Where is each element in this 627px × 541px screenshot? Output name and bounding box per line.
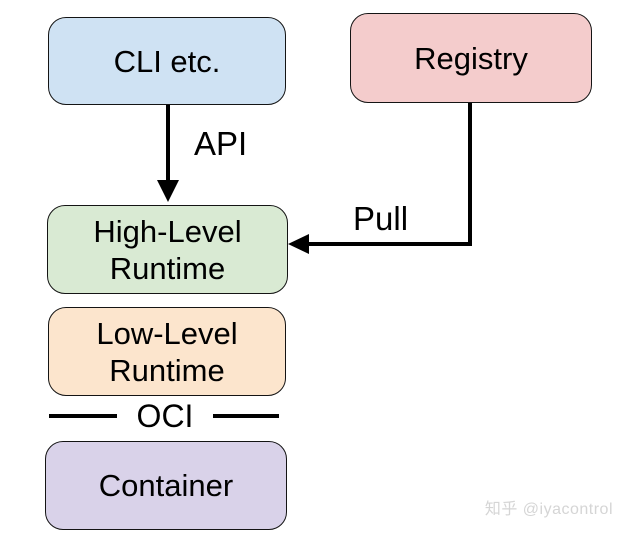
node-low-level-runtime-label-line2: Runtime (109, 352, 225, 388)
node-container-label: Container (98, 468, 234, 503)
oci-divider-label: OCI (136, 398, 194, 434)
node-high-level-runtime: High-Level Runtime (47, 205, 288, 294)
node-high-level-runtime-label-line1: High-Level (93, 213, 242, 249)
api-arrow-line (166, 105, 170, 182)
node-cli: CLI etc. (48, 17, 286, 105)
arrow-left-icon (288, 234, 309, 254)
watermark: 知乎 @iyacontrol (484, 501, 613, 518)
oci-divider-dash-right (213, 414, 279, 418)
node-registry-label: Registry (414, 40, 528, 76)
node-cli-label: CLI etc. (113, 43, 221, 79)
node-container: Container (45, 441, 287, 530)
arrow-down-icon (157, 180, 179, 202)
node-high-level-runtime-label-line2: Runtime (109, 250, 226, 286)
node-low-level-runtime-label-line1: Low-Level (96, 315, 238, 351)
node-registry: Registry (350, 13, 592, 103)
pull-arrow-vertical-line (468, 103, 472, 246)
oci-divider-dash-left (49, 414, 117, 418)
pull-edge-label: Pull (353, 200, 409, 237)
node-low-level-runtime: Low-Level Runtime (48, 307, 286, 396)
pull-arrow-horizontal-line (306, 242, 472, 246)
api-edge-label: API (194, 125, 248, 162)
